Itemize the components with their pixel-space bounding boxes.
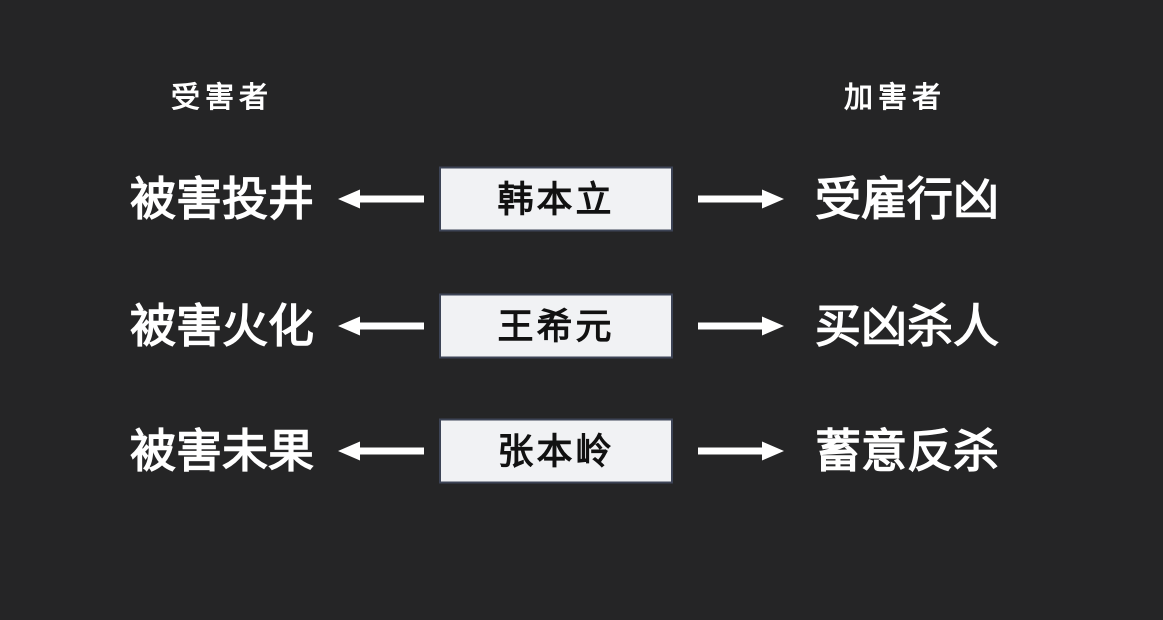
victim-outcome-label: 被害投井 — [130, 173, 314, 225]
perpetrator-role-label: 受雇行凶 — [815, 173, 999, 225]
arrow-right-icon — [698, 314, 784, 338]
diagram-row: 被害火化 王希元 买凶杀人 — [0, 291, 1163, 361]
arrow-left-icon — [338, 187, 424, 211]
victim-outcome-label: 被害火化 — [130, 300, 314, 352]
arrow-left-icon — [338, 439, 424, 463]
diagram-row: 被害未果 张本岭 蓄意反杀 — [0, 416, 1163, 486]
person-name-label: 张本岭 — [497, 430, 615, 471]
person-name-box: 王希元 — [439, 293, 673, 359]
diagram-row: 被害投井 韩本立 受雇行凶 — [0, 164, 1163, 234]
arrow-right-icon — [698, 187, 784, 211]
perpetrator-role-label: 买凶杀人 — [815, 300, 999, 352]
perpetrator-role-label: 蓄意反杀 — [815, 425, 999, 477]
person-name-label: 王希元 — [497, 305, 615, 346]
arrow-right-icon — [698, 439, 784, 463]
person-name-box: 张本岭 — [439, 418, 673, 484]
victim-outcome-label: 被害未果 — [130, 425, 314, 477]
column-header-perpetrator: 加害者 — [844, 82, 947, 114]
person-name-label: 韩本立 — [497, 178, 615, 219]
person-name-box: 韩本立 — [439, 166, 673, 232]
column-header-victim: 受害者 — [171, 82, 274, 114]
arrow-left-icon — [338, 314, 424, 338]
